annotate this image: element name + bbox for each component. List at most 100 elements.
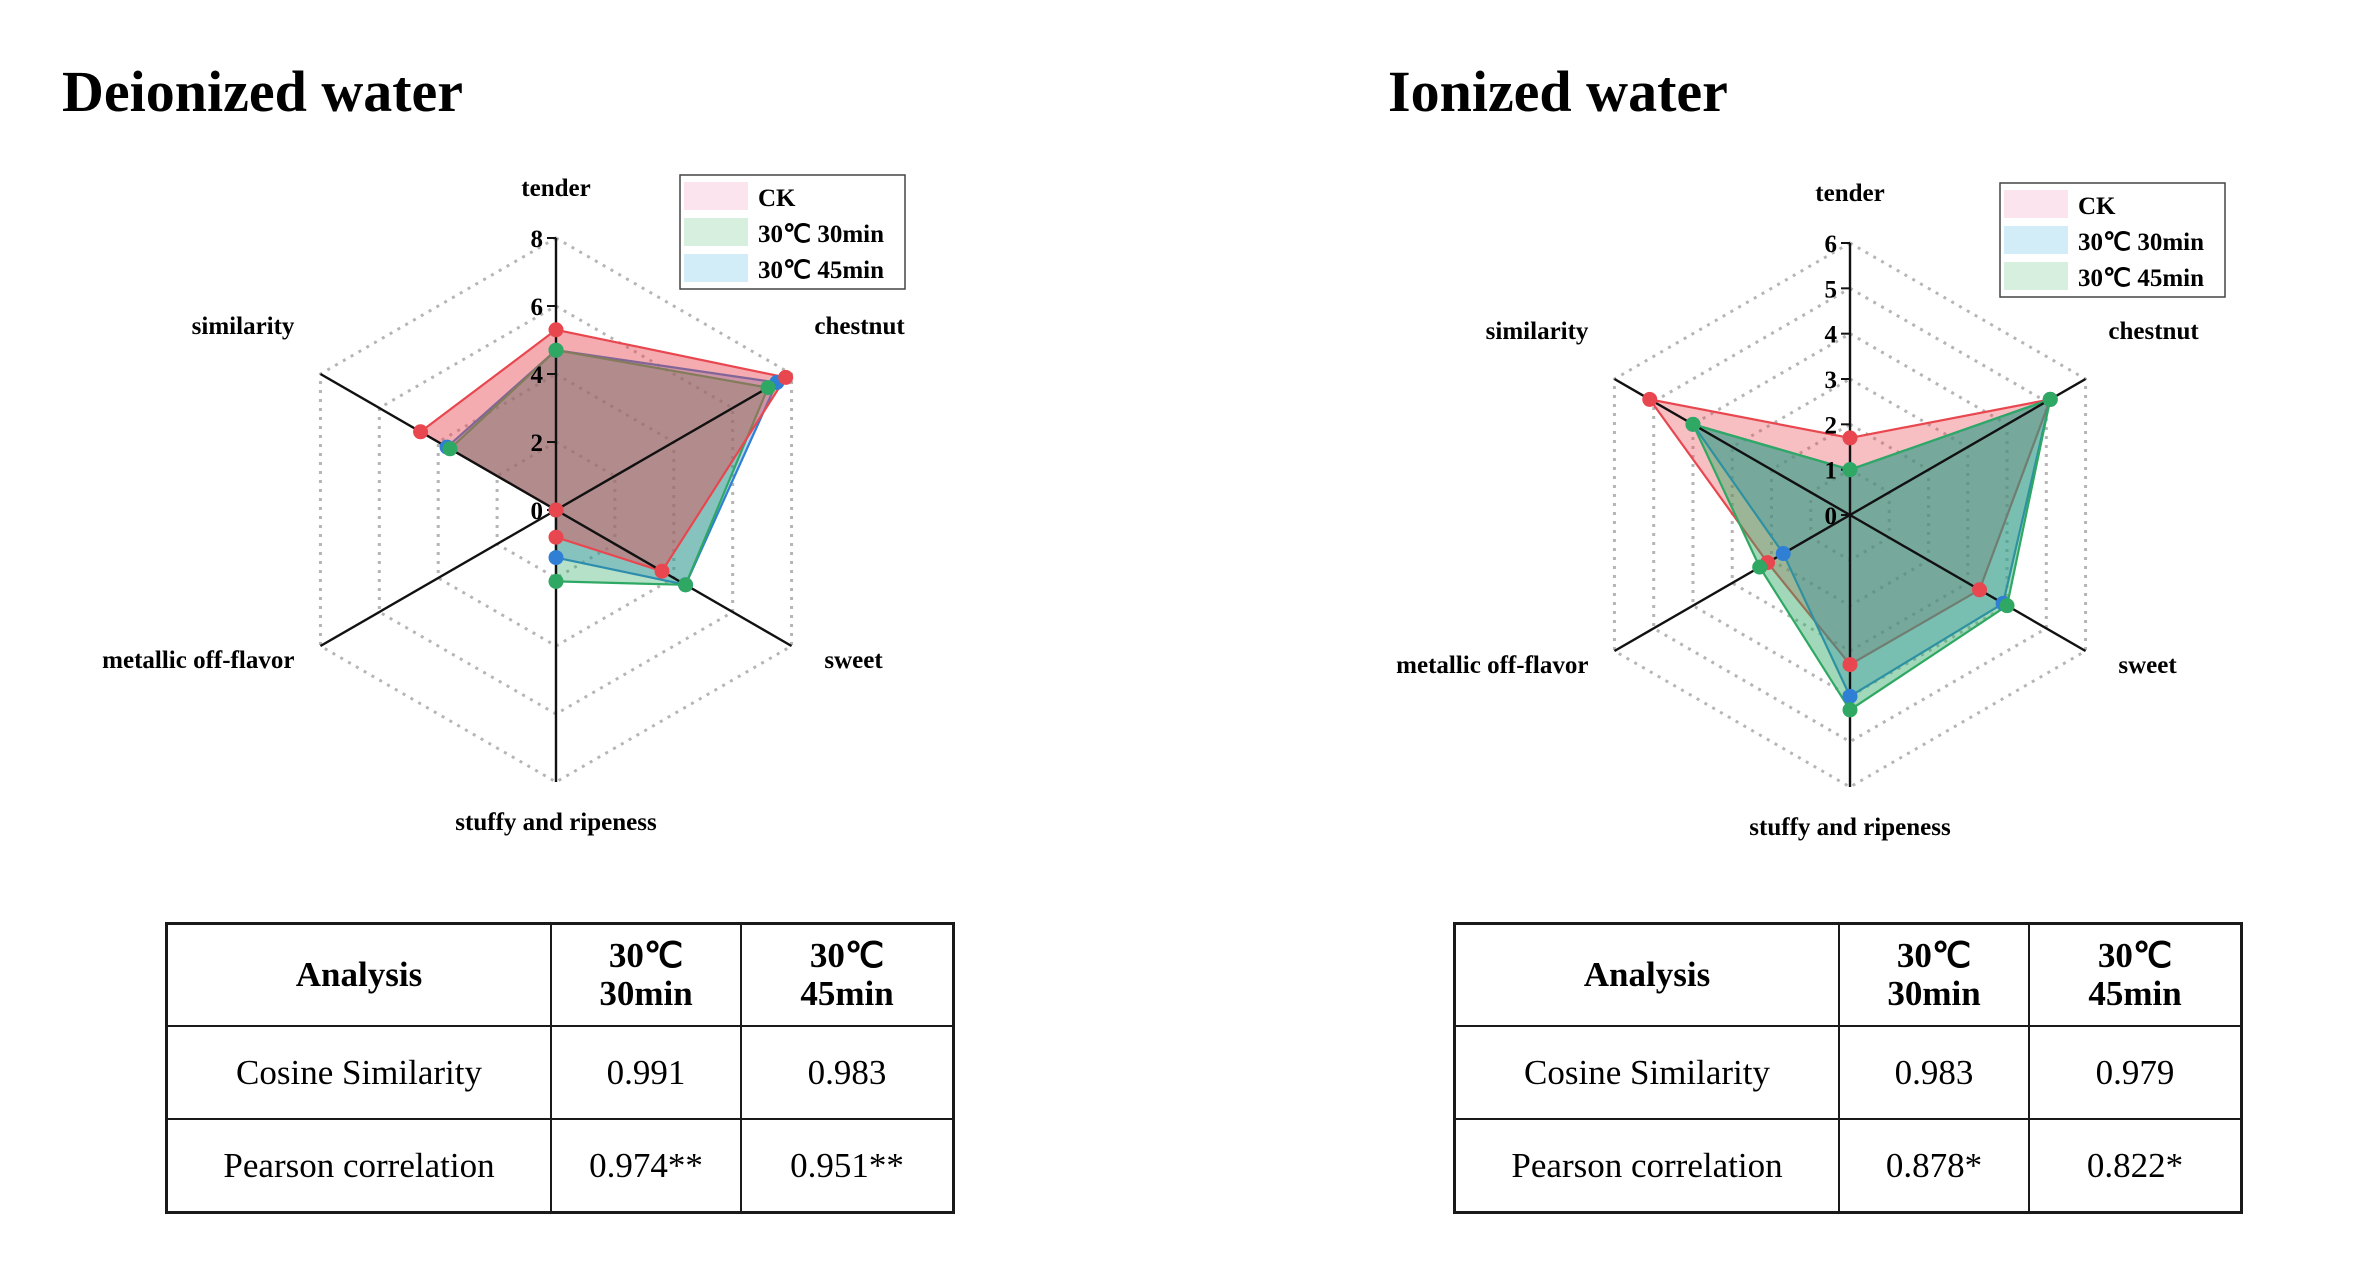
data-point bbox=[1999, 598, 2015, 614]
table-header-row: Analysis 30℃ 30min 30℃ 45min bbox=[165, 922, 955, 1027]
legend-swatch bbox=[2004, 262, 2068, 290]
data-point bbox=[1842, 657, 1858, 673]
axis-label: chestnut bbox=[814, 313, 905, 340]
data-point bbox=[442, 441, 458, 457]
series-areas bbox=[419, 328, 787, 586]
similarity-table-ionized: Analysis 30℃ 30min 30℃ 45min Cosine Simi… bbox=[1453, 922, 2243, 1214]
axis-label: similarity bbox=[1486, 318, 1589, 345]
legend-swatch bbox=[684, 218, 748, 246]
legend-swatch bbox=[2004, 226, 2068, 254]
axis-line bbox=[1613, 513, 1851, 653]
legend-label: CK bbox=[2078, 193, 2116, 220]
cell-value: 0.974** bbox=[550, 1118, 742, 1214]
data-point bbox=[1752, 559, 1768, 575]
tick-label: 6 bbox=[531, 294, 544, 321]
axis-line bbox=[1849, 513, 2087, 653]
tick-label: 5 bbox=[1825, 276, 1838, 303]
axis-label: sweet bbox=[2118, 652, 2177, 679]
row-label: Pearson correlation bbox=[1453, 1118, 1840, 1214]
legend-swatch bbox=[684, 254, 748, 282]
data-point bbox=[1642, 391, 1658, 407]
table-header-row: Analysis 30℃ 30min 30℃ 45min bbox=[1453, 922, 2243, 1027]
axis-label: metallic off-flavor bbox=[1396, 652, 1588, 679]
data-point bbox=[678, 577, 694, 593]
axis-label: tender bbox=[1815, 180, 1884, 207]
radar-chart-deionized: 0 2 4 6 8 tender chestnut sweet stuffy and ripen… bbox=[102, 174, 906, 836]
series-markers bbox=[413, 322, 794, 593]
tick-label: 2 bbox=[531, 430, 544, 457]
data-point bbox=[548, 322, 564, 338]
legend-label: CK bbox=[758, 185, 796, 212]
header-30min: 30℃ 30min bbox=[550, 922, 742, 1027]
tick-label: 1 bbox=[1825, 458, 1838, 485]
table-row: Pearson correlation 0.878* 0.822* bbox=[1453, 1118, 2243, 1214]
data-point bbox=[1842, 462, 1858, 478]
tick-label: 0 bbox=[531, 498, 544, 525]
tick-label: 0 bbox=[1825, 503, 1838, 530]
data-point bbox=[654, 563, 670, 579]
legend-label: 30℃ 30min bbox=[758, 221, 884, 248]
data-point bbox=[1775, 546, 1791, 562]
header-analysis: Analysis bbox=[1453, 922, 1840, 1027]
cell-value: 0.878* bbox=[1838, 1118, 2030, 1214]
legend-label: 30℃ 45min bbox=[758, 257, 884, 284]
cell-value: 0.983 bbox=[1838, 1025, 2030, 1120]
chart-title: Ionized water bbox=[1388, 59, 1728, 124]
axis-label: stuffy and ripeness bbox=[455, 809, 657, 836]
data-point bbox=[1842, 430, 1858, 446]
axis-label: tender bbox=[521, 175, 590, 202]
tick-label: 4 bbox=[1825, 322, 1838, 349]
data-point bbox=[2042, 391, 2058, 407]
tick-labels: 0 2 4 6 8 bbox=[531, 226, 544, 525]
axis-line bbox=[319, 508, 557, 648]
data-point bbox=[1972, 582, 1988, 598]
row-label: Pearson correlation bbox=[165, 1118, 552, 1214]
legend: CK 30℃ 30min 30℃ 45min bbox=[679, 174, 906, 290]
cell-value: 0.822* bbox=[2028, 1118, 2243, 1214]
data-point bbox=[1842, 688, 1858, 704]
data-point bbox=[760, 380, 776, 396]
table-row: Pearson correlation 0.974** 0.951** bbox=[165, 1118, 955, 1214]
table-row: Cosine Similarity 0.991 0.983 bbox=[165, 1025, 955, 1120]
series-markers bbox=[1642, 391, 2058, 718]
series-area-ck bbox=[419, 328, 787, 573]
data-point bbox=[548, 573, 564, 589]
axis-labels: tender chestnut sweet stuffy and ripeness me… bbox=[1396, 180, 2199, 841]
legend-label: 30℃ 30min bbox=[2078, 229, 2204, 256]
data-point bbox=[548, 502, 564, 518]
header-45min: 30℃ 45min bbox=[740, 922, 955, 1027]
tick-label: 3 bbox=[1825, 367, 1838, 394]
axis-labels: tender chestnut sweet stuffy and ripeness me… bbox=[102, 175, 905, 836]
tick-label: 6 bbox=[1825, 231, 1838, 258]
data-point bbox=[1842, 702, 1858, 718]
axis-label: metallic off-flavor bbox=[102, 647, 294, 674]
legend-swatch bbox=[2004, 190, 2068, 218]
axis-label: sweet bbox=[824, 647, 883, 674]
radar-axes bbox=[1613, 242, 2087, 787]
legend: CK 30℃ 30min 30℃ 45min bbox=[1999, 182, 2226, 298]
axis-label: stuffy and ripeness bbox=[1749, 814, 1951, 841]
cell-value: 0.951** bbox=[740, 1118, 955, 1214]
row-label: Cosine Similarity bbox=[1453, 1025, 1840, 1120]
data-point bbox=[413, 424, 429, 440]
data-point bbox=[778, 369, 794, 385]
axis-line bbox=[555, 372, 793, 512]
similarity-table-deionized: Analysis 30℃ 30min 30℃ 45min Cosine Simi… bbox=[165, 922, 955, 1214]
axis-line bbox=[319, 372, 557, 512]
tick-label: 8 bbox=[531, 226, 544, 253]
axis-label: chestnut bbox=[2108, 318, 2199, 345]
header-30min: 30℃ 30min bbox=[1838, 922, 2030, 1027]
tick-label: 4 bbox=[531, 362, 544, 389]
cell-value: 0.979 bbox=[2028, 1025, 2243, 1120]
row-label: Cosine Similarity bbox=[165, 1025, 552, 1120]
axis-line bbox=[555, 508, 793, 648]
data-point bbox=[1685, 416, 1701, 432]
chart-title: Deionized water bbox=[62, 59, 464, 124]
legend-label: 30℃ 45min bbox=[2078, 265, 2204, 292]
header-analysis: Analysis bbox=[165, 922, 552, 1027]
data-point bbox=[548, 550, 564, 566]
axis-label: similarity bbox=[192, 313, 295, 340]
